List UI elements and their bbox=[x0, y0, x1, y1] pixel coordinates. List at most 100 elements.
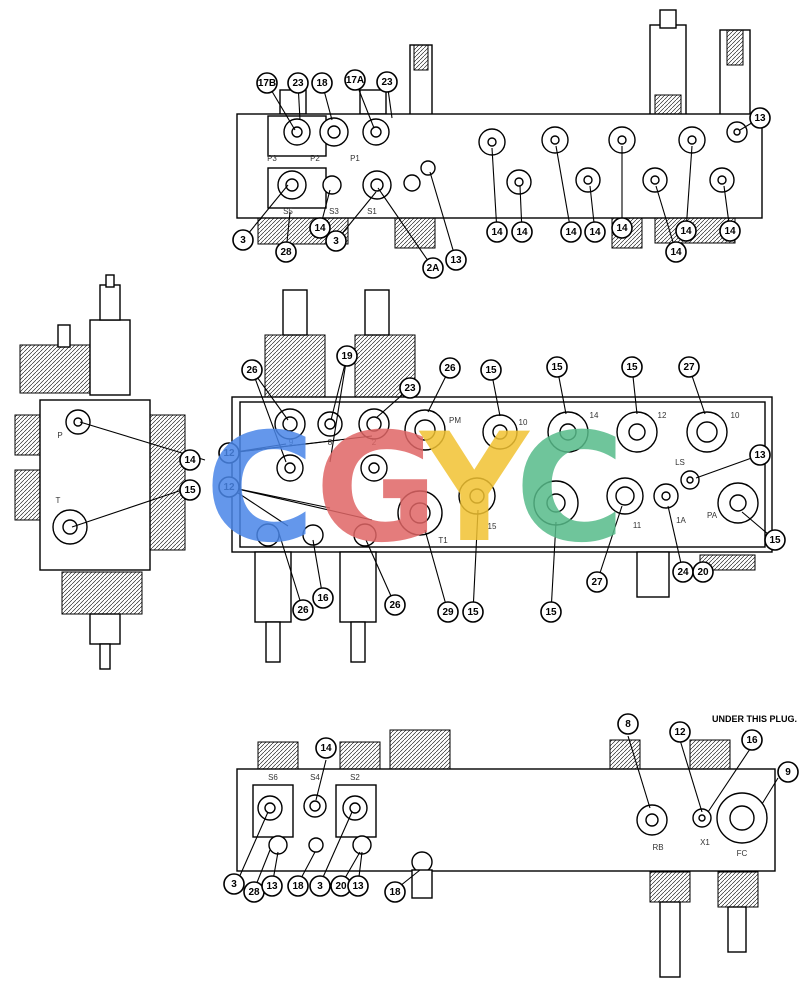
callout-top-view-19: 14 bbox=[719, 220, 741, 242]
callout-middle-view-22: 15 bbox=[764, 529, 786, 551]
callout-number: 24 bbox=[677, 567, 689, 578]
port-label-s5: S5 bbox=[283, 207, 293, 216]
port-label-2: 2 bbox=[372, 438, 377, 447]
callout-number: 28 bbox=[248, 887, 260, 898]
callout-number: 13 bbox=[352, 881, 364, 892]
callout-number: 15 bbox=[485, 365, 497, 376]
port-label-14: 14 bbox=[590, 411, 599, 420]
callout-number: 14 bbox=[184, 455, 196, 466]
callout-number: 26 bbox=[389, 600, 401, 611]
port-label-s6: S6 bbox=[268, 773, 278, 782]
callout-number: 2A bbox=[427, 263, 440, 274]
callout-bottom-view-7: 13 bbox=[261, 875, 283, 897]
port-label-p2: P2 bbox=[310, 154, 320, 163]
callout-number: 3 bbox=[240, 235, 246, 246]
middle-manifold-view: PM 10 14 12 10 LS T1 15 11 1A PA 9 8 2 bbox=[228, 289, 776, 663]
bottom-manifold-view: S6 S4 S2 RB X1 FC bbox=[236, 729, 779, 978]
callout-bottom-view-3: 16 bbox=[741, 729, 763, 751]
callout-number: 28 bbox=[280, 247, 292, 258]
callout-number: 14 bbox=[589, 227, 601, 238]
callout-number: 23 bbox=[404, 383, 416, 394]
callout-number: 18 bbox=[316, 78, 328, 89]
left-side-view: P T bbox=[14, 274, 206, 670]
callout-bottom-view-11: 13 bbox=[347, 875, 369, 897]
port-label-p1: P1 bbox=[350, 154, 360, 163]
watermark-letter: C bbox=[515, 402, 625, 576]
watermark-letter: G bbox=[315, 402, 438, 576]
watermark-letter: Y bbox=[418, 402, 531, 576]
callout-bottom-view-6: 28 bbox=[243, 881, 265, 903]
callout-number: 19 bbox=[341, 351, 353, 362]
port-label-15: 15 bbox=[488, 522, 497, 531]
port-label-s2: S2 bbox=[350, 773, 360, 782]
port-label-12: 12 bbox=[658, 411, 667, 420]
callout-middle-view-19: 27 bbox=[586, 571, 608, 593]
callout-number: 17A bbox=[346, 75, 364, 86]
callout-number: 15 bbox=[551, 362, 563, 373]
callout-number: 23 bbox=[292, 78, 304, 89]
port-label-10a: 10 bbox=[519, 418, 528, 427]
callout-number: 9 bbox=[785, 767, 791, 778]
callout-bottom-view-9: 3 bbox=[309, 875, 331, 897]
port-label-s4: S4 bbox=[310, 773, 320, 782]
callout-bottom-view-5: 3 bbox=[223, 873, 245, 895]
callout-top-view-6: 3 bbox=[232, 229, 254, 251]
callout-top-view-5: 13 bbox=[749, 107, 771, 129]
callout-number: 14 bbox=[680, 226, 692, 237]
callout-bottom-view-0: 14 bbox=[315, 737, 337, 759]
callout-middle-view-0: 26 bbox=[241, 359, 263, 381]
callout-number: 13 bbox=[754, 450, 766, 461]
port-label-8: 8 bbox=[328, 438, 333, 447]
callout-number: 27 bbox=[591, 577, 603, 588]
port-label-11: 11 bbox=[633, 521, 642, 530]
port-label-10b: 10 bbox=[731, 411, 740, 420]
callout-top-view-0: 17B bbox=[256, 72, 278, 94]
callout-top-view-14: 14 bbox=[560, 221, 582, 243]
callout-number: 3 bbox=[333, 236, 339, 247]
callout-top-view-1: 23 bbox=[287, 72, 309, 94]
callout-number: 13 bbox=[450, 255, 462, 266]
callout-number: 26 bbox=[246, 365, 258, 376]
callout-number: 14 bbox=[724, 226, 736, 237]
callout-middle-view-1: 19 bbox=[336, 345, 358, 367]
port-label-t-side: T bbox=[56, 496, 61, 505]
callout-middle-view-17: 15 bbox=[462, 601, 484, 623]
port-label-x1: X1 bbox=[700, 838, 710, 847]
callout-number: 13 bbox=[754, 113, 766, 124]
callout-number: 3 bbox=[317, 881, 323, 892]
callout-middle-view-7: 27 bbox=[678, 356, 700, 378]
callout-number: 20 bbox=[697, 567, 709, 578]
callout-top-view-17: 14 bbox=[665, 241, 687, 263]
callout-number: 14 bbox=[616, 223, 628, 234]
callout-bottom-view-2: 12 bbox=[669, 721, 691, 743]
callout-top-view-4: 23 bbox=[376, 71, 398, 93]
callout-middle-view-13: 26 bbox=[292, 599, 314, 621]
port-label-p-side: P bbox=[57, 431, 62, 440]
callout-number: 29 bbox=[442, 607, 454, 618]
under-plug-note: UNDER THIS PLUG. bbox=[712, 714, 797, 724]
watermark-letter: C bbox=[205, 402, 315, 576]
callout-middle-view-4: 15 bbox=[480, 359, 502, 381]
callout-middle-view-18: 15 bbox=[540, 601, 562, 623]
callout-middle-view-14: 16 bbox=[312, 587, 334, 609]
port-label-rb: RB bbox=[652, 843, 663, 852]
callout-number: 15 bbox=[769, 535, 781, 546]
callout-middle-view-3: 26 bbox=[439, 357, 461, 379]
callout-number: 14 bbox=[516, 227, 528, 238]
callout-middle-view-12: 15 bbox=[179, 479, 201, 501]
callout-middle-view-6: 15 bbox=[621, 356, 643, 378]
callout-middle-view-2: 23 bbox=[399, 377, 421, 399]
callout-number: 17B bbox=[258, 78, 276, 89]
callout-number: 18 bbox=[389, 887, 401, 898]
callout-top-view-18: 14 bbox=[675, 220, 697, 242]
callout-number: 12 bbox=[223, 482, 235, 493]
port-label-s3: S3 bbox=[329, 207, 339, 216]
callout-top-view-7: 28 bbox=[275, 241, 297, 263]
callout-number: 8 bbox=[625, 719, 631, 730]
callout-top-view-8: 14 bbox=[309, 217, 331, 239]
port-label-p3: P3 bbox=[267, 154, 277, 163]
callout-bottom-view-8: 18 bbox=[287, 875, 309, 897]
callout-number: 26 bbox=[297, 605, 309, 616]
